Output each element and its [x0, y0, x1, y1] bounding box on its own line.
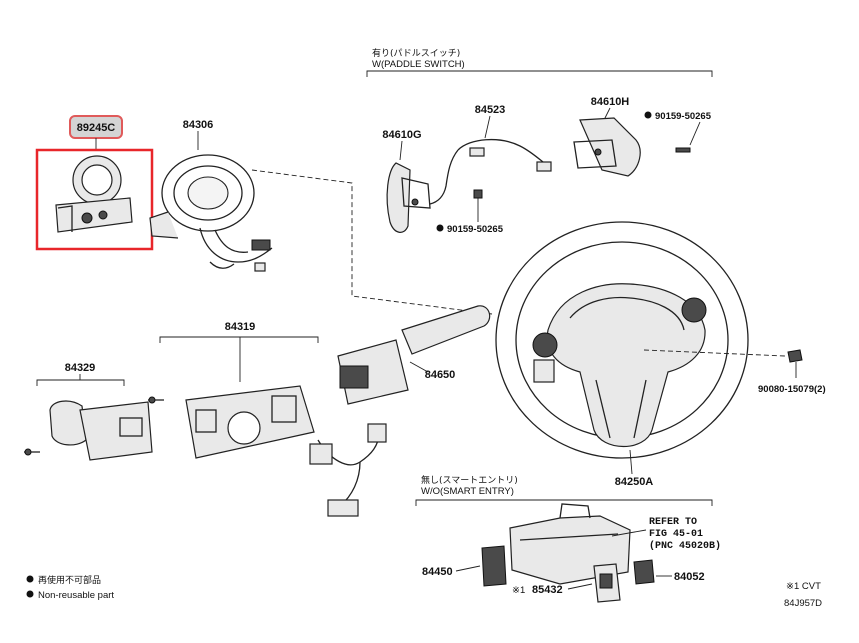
non-reusable-dot	[436, 224, 444, 232]
refer-line3[interactable]: (PNC 45020B)	[649, 540, 721, 552]
legend-jp: 再使用不可部品	[38, 574, 101, 586]
callout-84523[interactable]: 84523	[475, 104, 506, 116]
paddle-switch-group: 有り(パドルスイッチ) W(PADDLE SWITCH)	[366, 47, 713, 77]
part-84650[interactable]: 84650	[337, 305, 491, 405]
legend: 再使用不可部品 Non-reusable part	[26, 574, 114, 601]
non-reusable-dot	[644, 111, 652, 119]
illustration-code: 84J957D	[784, 598, 822, 609]
part-89245c[interactable]: 89245C	[35, 115, 154, 251]
smart-group-jp: 無し(スマートエントリ)	[421, 474, 518, 486]
part-84610g[interactable]: 84610G	[382, 129, 431, 233]
note-mark: ※1	[512, 585, 525, 596]
fastener-90159-a[interactable]: 90159-50265	[644, 111, 712, 153]
paddle-group-en: W(PADDLE SWITCH)	[372, 59, 465, 70]
callout-84329[interactable]: 84329	[65, 362, 96, 374]
highlight-box	[35, 148, 154, 251]
part-84250a[interactable]: 84250A	[495, 221, 749, 488]
alignment-line	[251, 169, 493, 315]
smart-group-en: W/O(SMART ENTRY)	[421, 486, 514, 497]
callout-85432[interactable]: 85432	[532, 584, 563, 596]
callout-84610h[interactable]: 84610H	[591, 96, 630, 108]
fastener-label-1[interactable]: 90159-50265	[655, 111, 712, 122]
part-85432[interactable]: ※1 85432	[512, 563, 621, 603]
callout-84052[interactable]: 84052	[674, 571, 705, 583]
refer-note[interactable]: REFER TO FIG 45-01 (PNC 45020B)	[611, 517, 721, 552]
legend-dot	[26, 590, 34, 598]
legend-en: Non-reusable part	[38, 590, 114, 601]
fastener-label-2[interactable]: 90159-50265	[447, 224, 504, 235]
cvt-note: ※1 CVT	[786, 581, 821, 592]
callout-84306[interactable]: 84306	[183, 119, 214, 131]
part-84329[interactable]: 84329	[24, 362, 153, 461]
paddle-group-jp: 有り(パドルスイッチ)	[372, 47, 460, 59]
legend-dot	[26, 575, 34, 583]
fastener-90159-b[interactable]: 90159-50265	[436, 189, 504, 235]
callout-84250a[interactable]: 84250A	[615, 476, 654, 488]
callout-89245c[interactable]: 89245C	[77, 122, 116, 134]
part-84610h[interactable]: 84610H	[573, 96, 641, 177]
smart-entry-group: 無し(スマートエントリ) W/O(SMART ENTRY)	[415, 474, 713, 506]
callout-84610g[interactable]: 84610G	[382, 129, 421, 141]
refer-line2[interactable]: FIG 45-01	[649, 529, 703, 540]
part-84306[interactable]: 84306	[149, 119, 273, 272]
part-84450[interactable]: 84450	[422, 545, 507, 587]
part-84319[interactable]: 84319	[148, 321, 319, 459]
callout-84650[interactable]: 84650	[425, 369, 456, 381]
callout-84319[interactable]: 84319	[225, 321, 256, 333]
fastener-90080[interactable]: 90080-15079(2)	[758, 349, 826, 395]
part-84052[interactable]: 84052	[633, 559, 705, 585]
part-84523[interactable]: 84523	[429, 104, 552, 205]
harness-84319	[309, 423, 387, 517]
refer-line1[interactable]: REFER TO	[649, 517, 697, 528]
fastener-label-3[interactable]: 90080-15079(2)	[758, 384, 826, 395]
callout-84450[interactable]: 84450	[422, 566, 453, 578]
